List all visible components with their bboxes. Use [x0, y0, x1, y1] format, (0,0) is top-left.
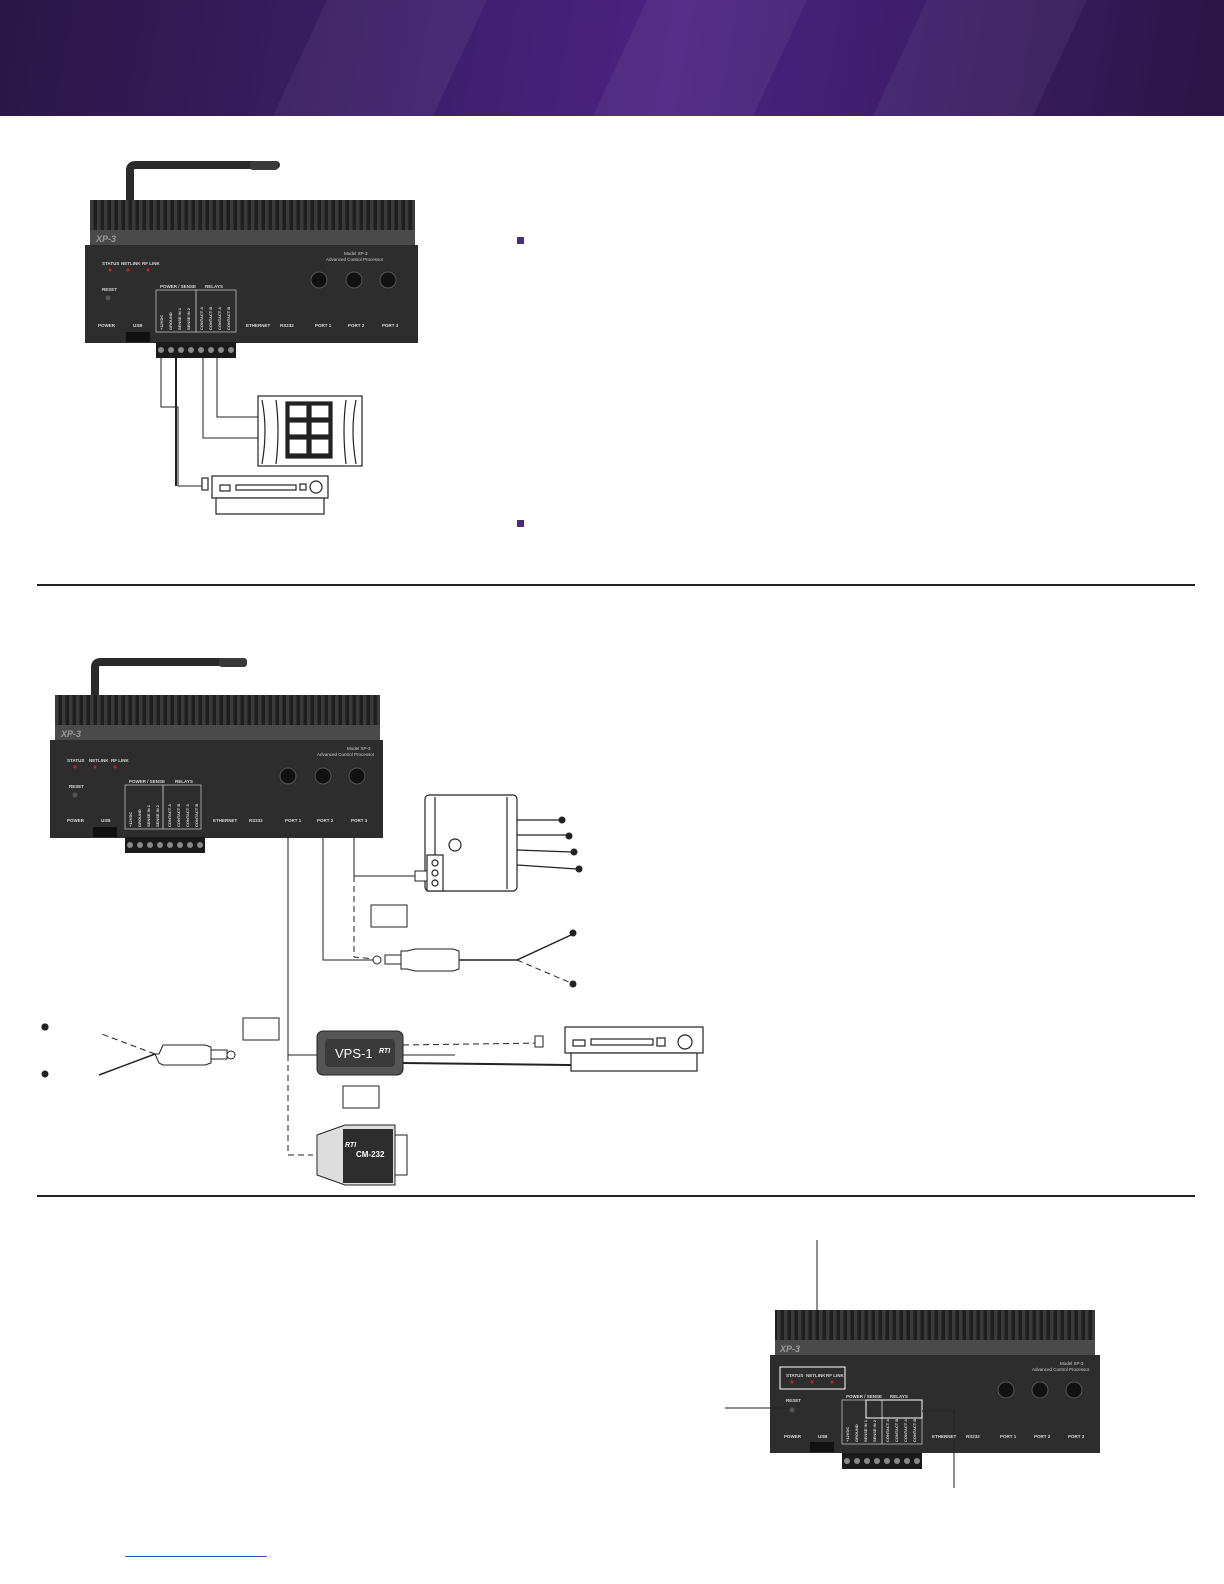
svg-text:NETLINK: NETLINK: [121, 261, 141, 266]
relays-label: RELAYS: [205, 284, 223, 289]
terminal-labels: +12VDC GROUND SENSE IN 1 SENSE IN 2 CONT…: [159, 307, 231, 330]
svg-text:Model XP-3: Model XP-3: [1060, 1361, 1084, 1366]
svg-text:POWER: POWER: [67, 818, 85, 823]
svg-text:SENSE IN 1: SENSE IN 1: [146, 804, 151, 827]
svg-text:PORT 3: PORT 3: [382, 323, 399, 328]
svg-text:CONTACT B: CONTACT B: [226, 307, 231, 330]
svg-text:PORT 2: PORT 2: [348, 323, 365, 328]
svg-text:RF LINK: RF LINK: [826, 1373, 844, 1378]
svg-text:PORT 3: PORT 3: [1068, 1434, 1085, 1439]
svg-text:SENSE IN 2: SENSE IN 2: [186, 307, 191, 330]
svg-text:STATUS: STATUS: [67, 758, 84, 763]
svg-text:CONTACT B: CONTACT B: [194, 804, 199, 827]
svg-text:Advanced Control Processor: Advanced Control Processor: [317, 752, 375, 757]
svg-text:GROUND: GROUND: [168, 312, 173, 330]
svg-text:ETHERNET: ETHERNET: [246, 323, 271, 328]
svg-text:USB: USB: [133, 323, 143, 328]
svg-text:POWER / SENSE: POWER / SENSE: [846, 1394, 882, 1399]
svg-text:RF LINK: RF LINK: [111, 758, 129, 763]
svg-text:NETLINK: NETLINK: [89, 758, 109, 763]
svg-text:XP-3: XP-3: [60, 729, 81, 739]
svg-text:RTI: RTI: [379, 1048, 391, 1055]
svg-text:USB: USB: [101, 818, 111, 823]
footer-link-underline: [125, 1556, 267, 1557]
svg-text:RS232: RS232: [966, 1434, 980, 1439]
device-model-label: Model XP-3: [344, 251, 368, 256]
svg-text:POWER / SENSE: POWER / SENSE: [129, 779, 165, 784]
device-diagram-3: XP-3 Model XP-3 Advanced Control Process…: [725, 1240, 1100, 1488]
svg-text:SENSE IN 2: SENSE IN 2: [872, 1419, 877, 1442]
svg-text:RF LINK: RF LINK: [142, 261, 160, 266]
svg-text:RTI: RTI: [345, 1142, 357, 1149]
svg-text:POWER: POWER: [784, 1434, 802, 1439]
device-diagram-1: XP-3 Model XP-3 Advanced Control Process…: [85, 161, 418, 515]
svg-text:GROUND: GROUND: [137, 809, 142, 827]
svg-text:CONTACT B: CONTACT B: [912, 1419, 917, 1442]
power-sense-label: POWER / SENSE: [160, 284, 196, 289]
svg-text:SENSE IN 2: SENSE IN 2: [155, 804, 160, 827]
svg-text:+12VDC: +12VDC: [845, 1427, 850, 1442]
reset-label: RESET: [102, 287, 117, 292]
svg-text:+12VDC: +12VDC: [159, 315, 164, 330]
svg-text:CONTACT A: CONTACT A: [185, 804, 190, 827]
device-subtitle: Advanced Control Processor: [326, 257, 384, 262]
svg-text:CONTACT A: CONTACT A: [885, 1419, 890, 1442]
bottom-labels: POWER USB ETHERNET RS232 PORT 1 PORT 2 P…: [98, 323, 399, 328]
svg-text:Model XP-3: Model XP-3: [347, 746, 371, 751]
svg-text:RESET: RESET: [69, 784, 84, 789]
cm-232-module: CM-232 RTI: [316, 1124, 408, 1186]
device-model-title: XP-3: [95, 234, 116, 244]
svg-text:+12VDC: +12VDC: [128, 812, 133, 827]
device-diagram-2: XP-3 Model XP-3 Advanced Control Process…: [41, 658, 704, 1186]
svg-text:CONTACT B: CONTACT B: [208, 307, 213, 330]
av-receiver-illustration-2: [564, 1026, 704, 1072]
svg-text:STATUS: STATUS: [102, 261, 119, 266]
svg-text:PORT 2: PORT 2: [1034, 1434, 1051, 1439]
cm-232-label: CM-232: [356, 1150, 385, 1159]
svg-text:RS232: RS232: [280, 323, 294, 328]
svg-text:XP-3: XP-3: [779, 1344, 800, 1354]
header-banner: [0, 0, 1224, 116]
svg-text:ETHERNET: ETHERNET: [213, 818, 238, 823]
svg-text:PORT 2: PORT 2: [317, 818, 334, 823]
section-divider-2: [37, 1195, 1195, 1197]
av-receiver-illustration: [201, 475, 329, 515]
svg-text:CONTACT B: CONTACT B: [176, 804, 181, 827]
vps-1-label: VPS-1: [335, 1046, 373, 1061]
svg-text:CONTACT A: CONTACT A: [199, 307, 204, 330]
svg-text:POWER: POWER: [98, 323, 116, 328]
bullet-marker-1: [517, 237, 524, 244]
svg-text:GROUND: GROUND: [854, 1424, 859, 1442]
svg-text:SENSE IN 1: SENSE IN 1: [177, 307, 182, 330]
svg-text:RELAYS: RELAYS: [890, 1394, 908, 1399]
svg-text:PORT 1: PORT 1: [1000, 1434, 1017, 1439]
svg-text:PORT 1: PORT 1: [315, 323, 332, 328]
bullet-marker-2: [517, 520, 524, 527]
svg-text:STATUS: STATUS: [786, 1373, 803, 1378]
svg-text:PORT 3: PORT 3: [351, 818, 368, 823]
vps-1-module: VPS-1 RTI: [316, 1030, 404, 1076]
svg-text:USB: USB: [818, 1434, 828, 1439]
reset-button: [105, 295, 111, 301]
svg-text:PORT 1: PORT 1: [285, 818, 302, 823]
section-divider-1: [37, 584, 1195, 586]
svg-text:CONTACT A: CONTACT A: [167, 804, 172, 827]
svg-text:CONTACT A: CONTACT A: [217, 307, 222, 330]
svg-text:CONTACT B: CONTACT B: [894, 1419, 899, 1442]
svg-text:RELAYS: RELAYS: [175, 779, 193, 784]
svg-text:RS232: RS232: [249, 818, 263, 823]
svg-text:SENSE IN 1: SENSE IN 1: [863, 1419, 868, 1442]
svg-text:ETHERNET: ETHERNET: [932, 1434, 957, 1439]
svg-text:CONTACT A: CONTACT A: [903, 1419, 908, 1442]
svg-text:Advanced Control Processor: Advanced Control Processor: [1032, 1367, 1090, 1372]
svg-text:RESET: RESET: [786, 1398, 801, 1403]
svg-text:NETLINK: NETLINK: [806, 1373, 826, 1378]
window-shade-illustration: [257, 395, 363, 467]
led-row: STATUS NETLINK RF LINK: [102, 261, 160, 272]
